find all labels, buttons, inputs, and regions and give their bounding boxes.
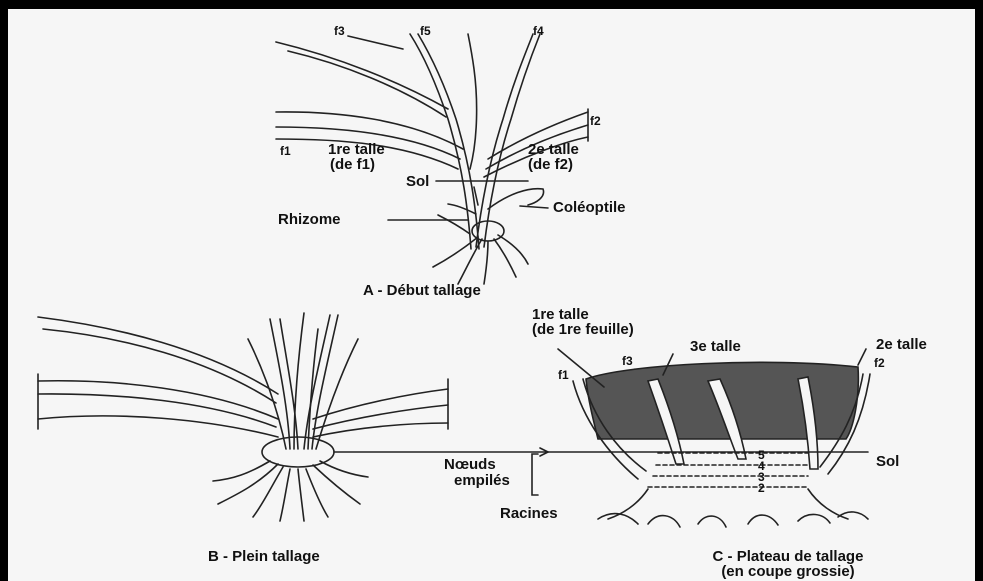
label-sol-a: Sol <box>406 174 429 190</box>
caption-panel-a: A - Début tallage <box>363 283 481 299</box>
label-f2-a: f2 <box>590 113 601 129</box>
label-f1-a: f1 <box>280 143 291 159</box>
tillering-diagram <box>8 9 975 581</box>
label-talle2-c: 2e talle <box>876 337 927 353</box>
plateau-c-drawing <box>532 349 870 527</box>
label-f1-c: f1 <box>558 367 569 383</box>
plant-b-drawing <box>38 313 548 521</box>
label-coleoptile: Coléoptile <box>553 200 626 216</box>
label-talle1-c-2: (de 1re feuille) <box>532 322 634 338</box>
label-racines: Racines <box>500 506 558 522</box>
figure-panel: f3 f5 f4 f2 f1 1re talle (de f1) 2e tall… <box>8 9 975 581</box>
caption-panel-c-2: (en coupe grossie) <box>658 564 918 580</box>
label-talle1-a-2: (de f1) <box>330 157 375 173</box>
caption-panel-b: B - Plein tallage <box>208 549 320 565</box>
label-f2-c: f2 <box>874 355 885 371</box>
label-rhizome: Rhizome <box>278 212 341 228</box>
label-f3-c: f3 <box>622 353 633 369</box>
label-noeuds-2: empilés <box>454 473 510 489</box>
label-f4-a: f4 <box>533 23 544 39</box>
label-sol-c: Sol <box>876 454 899 470</box>
label-talle2-a-2: (de f2) <box>528 157 573 173</box>
label-noeuds-1: Nœuds <box>444 457 496 473</box>
label-talle3-c: 3e talle <box>690 339 741 355</box>
node-number-2: 2 <box>758 480 765 496</box>
label-f5-a: f5 <box>420 23 431 39</box>
label-f3-a: f3 <box>334 23 345 39</box>
